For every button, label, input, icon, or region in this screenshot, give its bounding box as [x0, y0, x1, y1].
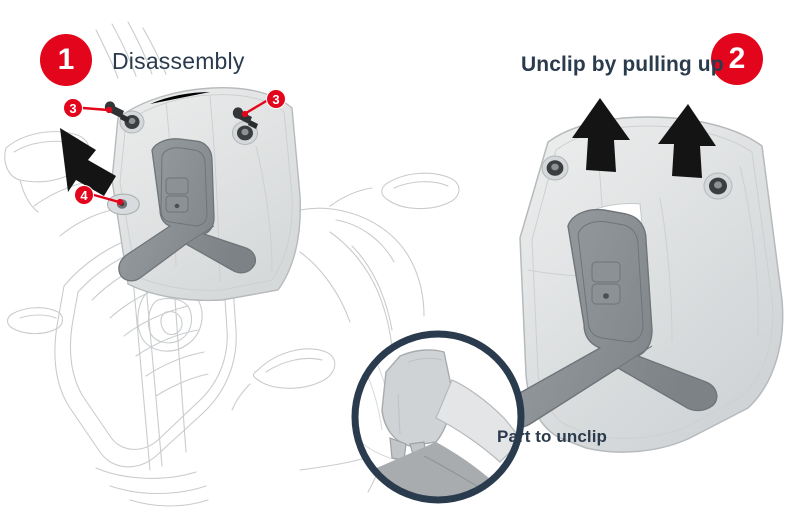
clip-left — [107, 193, 140, 215]
callout-leader-lines — [81, 98, 270, 204]
motorcycle-front-lineart — [4, 21, 460, 507]
part-to-unclip-label: Part to unclip — [497, 427, 608, 446]
windshield-grommet-right — [703, 172, 733, 200]
windshield-mount-boss-right — [232, 121, 258, 145]
panel-2-title: Unclip by pulling up — [521, 53, 724, 76]
step-badge-1: 1 — [40, 34, 92, 86]
windshield-mount-boss-left — [119, 110, 145, 134]
pull-up-arrow-right — [658, 104, 716, 178]
windshield-grommet-left — [541, 155, 569, 181]
windshield-bracket-panel-1 — [118, 138, 257, 282]
magnifier-detail-circle — [351, 330, 525, 504]
callout-leader-dots — [105, 106, 249, 206]
pull-forward-arrow — [60, 128, 116, 196]
callout-badge-3-right: 3 — [266, 89, 286, 109]
panel-1-title: Disassembly — [112, 48, 245, 74]
callout-badge-4-left: 4 — [74, 185, 94, 205]
step-badge-2: 2 — [711, 33, 763, 85]
pull-up-arrow-left — [572, 98, 630, 172]
callout-badge-3-left: 3 — [63, 98, 83, 118]
screw-right — [232, 107, 258, 129]
